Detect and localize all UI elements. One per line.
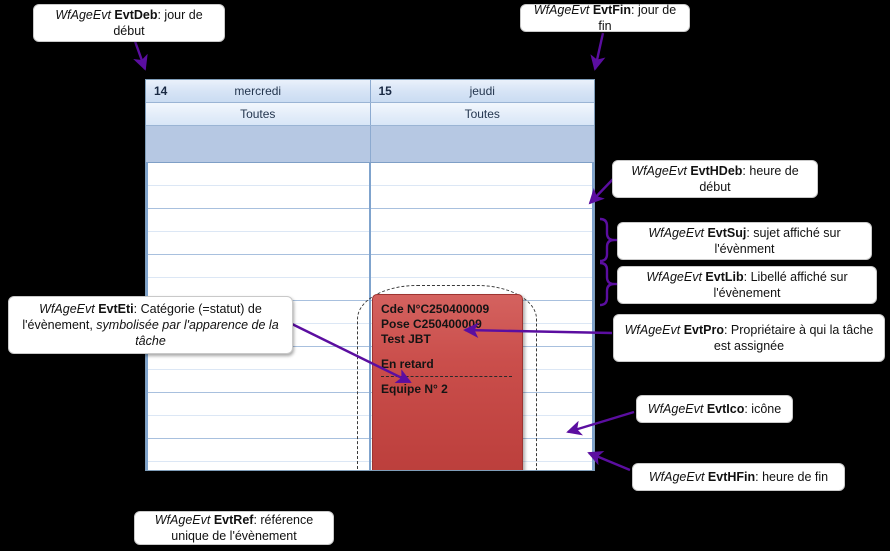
allday-cell-1[interactable] [371,126,595,162]
event-owner-label: Equipe N° 2 [381,382,448,396]
brace-evtsuj [599,217,615,263]
callout-field: EvtRef [213,513,254,527]
calendar-widget[interactable]: 14 mercredi 15 jeudi Toutes Toutes [145,79,595,471]
calendar-day-header-1[interactable]: 15 jeudi [371,80,595,102]
day-number: 14 [154,84,168,98]
day-name: mercredi [234,84,282,98]
callout-field: EvtFin [592,3,632,17]
callout-prefix: WfAgeEvt [154,513,211,527]
calendar-allday-label-row: Toutes Toutes [146,103,594,126]
allday-label-0: Toutes [146,103,371,125]
grid-column-divider [369,163,371,470]
calendar-event-card[interactable]: Cde N°C250400009 Pose C250400009 Test JB… [372,294,523,470]
callout-field: EvtLib [705,270,744,284]
callout-text: : jour de début [113,8,203,38]
callout-evtfin: WfAgeEvt EvtFin: jour de fin [520,3,690,33]
grid-column-divider [592,163,594,470]
callout-prefix: WfAgeEvt [648,470,705,484]
callout-text: : Catégorie (=statut) de l'évènement, [22,302,262,332]
connector-evthfin [587,451,631,472]
day-number: 15 [378,84,392,98]
callout-text: : Propriétaire à qui la tâche est assign… [713,323,874,353]
callout-text-italic: symbolisée par l'apparence de la tâche [96,318,279,348]
callout-prefix: WfAgeEvt [39,302,95,316]
callout-evtico: WfAgeEvt EvtIco: icône [636,395,793,423]
callout-evthdeb: WfAgeEvt EvtHDeb: heure de début [612,160,818,198]
callout-field: EvtSuj [707,226,747,240]
callout-evteti: WfAgeEvt EvtEti: Catégorie (=statut) de … [8,296,293,354]
callout-field: EvtDeb [114,8,158,22]
callout-text: : heure de fin [755,470,829,484]
allday-label-1: Toutes [464,107,500,121]
callout-text: : référence unique de l'évènement [171,513,314,543]
event-subject-line-1: Cde N°C250400009 [381,302,490,316]
callout-prefix: WfAgeEvt [646,270,702,284]
callout-text: : Libellé affiché sur l'évènement [713,270,848,300]
day-name: jeudi [469,84,495,98]
callout-evtlib: WfAgeEvt EvtLib: Libellé affiché sur l'é… [617,266,877,304]
event-divider [381,376,512,377]
callout-prefix: WfAgeEvt [631,164,687,178]
callout-field: EvtPro [683,323,724,337]
allday-cell-0[interactable] [146,126,371,162]
callout-text: : heure de début [699,164,799,194]
callout-field: EvtEti [98,302,134,316]
callout-prefix: WfAgeEvt [55,8,111,22]
callout-prefix: WfAgeEvt [647,402,704,416]
calendar-day-header-0[interactable]: 14 mercredi [146,80,371,102]
calendar-day-header-row: 14 mercredi 15 jeudi [146,80,594,103]
callout-evtdeb: WfAgeEvt EvtDeb: jour de début [33,4,225,42]
callout-field: EvtIco [706,402,745,416]
callout-prefix: WfAgeEvt [648,226,704,240]
event-subject-line-3: Test JBT [381,332,431,346]
callout-prefix: WfAgeEvt [624,323,681,337]
callout-evthfin: WfAgeEvt EvtHFin: heure de fin [632,463,845,491]
event-subject-line-2: Pose C250400009 [381,317,482,331]
callout-text: : icône [744,402,782,416]
callout-text: : sujet affiché sur l'évènment [714,226,841,256]
brace-evtlib [599,261,615,307]
event-status-label: En retard [381,357,434,371]
calendar-allday-band[interactable] [146,126,594,163]
callout-text: : jour de fin [598,3,677,33]
callout-evtref: WfAgeEvt EvtRef: référence unique de l'é… [134,511,334,545]
event-spacer [381,347,514,357]
callout-field: EvtHDeb [690,164,743,178]
callout-field: EvtHFin [707,470,756,484]
connector-evtfin [590,32,606,71]
callout-evtpro: WfAgeEvt EvtPro: Propriétaire à qui la t… [613,314,885,362]
callout-prefix: WfAgeEvt [533,3,590,17]
callout-evtsuj: WfAgeEvt EvtSuj: sujet affiché sur l'évè… [617,222,872,260]
